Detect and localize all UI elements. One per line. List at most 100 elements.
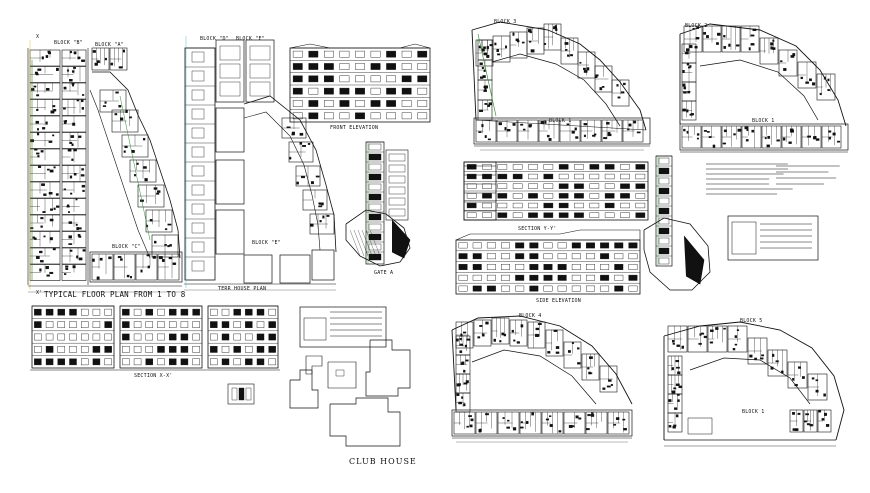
window [145, 346, 153, 353]
fixture [142, 137, 146, 141]
fixture [699, 333, 702, 336]
window [586, 264, 595, 270]
cad-line [361, 229, 373, 257]
window [497, 212, 508, 218]
fixture [592, 134, 596, 137]
window [386, 100, 396, 107]
fixture [120, 117, 124, 121]
fixture [81, 184, 86, 188]
window [157, 358, 165, 366]
window [386, 63, 396, 70]
fixture [628, 123, 632, 127]
fixture [47, 51, 51, 55]
window [466, 212, 477, 218]
terrace-block-d [215, 39, 245, 103]
window [292, 87, 303, 95]
fixture [804, 420, 807, 423]
fixture [521, 41, 525, 44]
fixture [809, 423, 813, 427]
fixture [39, 268, 42, 272]
window [486, 264, 496, 270]
fixture [52, 105, 56, 108]
fixture [813, 136, 817, 140]
fixture [81, 94, 85, 96]
mini-detail [227, 383, 255, 405]
window [69, 333, 77, 341]
window [574, 164, 584, 170]
window [122, 358, 130, 366]
fixture [45, 55, 49, 58]
fixture [69, 249, 73, 252]
fixture [478, 131, 482, 133]
window [466, 193, 477, 199]
fixture [682, 83, 686, 87]
window [245, 346, 253, 353]
window [528, 173, 538, 180]
window [355, 87, 365, 95]
window [69, 346, 77, 353]
fixture [536, 334, 540, 337]
window [557, 264, 567, 270]
fixture [92, 258, 95, 262]
window [370, 50, 381, 58]
fixture [499, 340, 502, 343]
fixture [764, 137, 767, 140]
fixture [513, 339, 516, 342]
window [512, 183, 523, 189]
fixture [477, 336, 481, 339]
window [92, 358, 101, 366]
window [586, 253, 595, 260]
fixture [672, 342, 675, 345]
fixture [49, 271, 54, 274]
window [486, 285, 496, 292]
fixture [825, 424, 830, 427]
club-room [335, 369, 345, 377]
fixture [540, 120, 544, 124]
fixture [780, 370, 784, 374]
fixture [748, 47, 751, 51]
window [589, 212, 600, 218]
fixture [821, 418, 825, 421]
fixture [479, 62, 483, 65]
fixture [72, 122, 76, 126]
label-block-2: BLOCK 2 [685, 23, 708, 29]
window [543, 285, 553, 292]
fixture [566, 123, 570, 126]
window [355, 112, 365, 120]
fixture [481, 124, 484, 128]
fixture [800, 76, 803, 80]
fixture [456, 393, 460, 396]
fixture [633, 120, 637, 124]
window [45, 333, 54, 341]
fixture [32, 236, 35, 239]
window [600, 242, 610, 249]
window [604, 164, 615, 170]
note-keyplan [303, 317, 327, 341]
window [497, 183, 508, 189]
terrace-cell [191, 184, 205, 196]
window [69, 358, 77, 366]
window [308, 100, 319, 107]
fixture [81, 168, 84, 171]
window [458, 285, 468, 292]
fixture [545, 418, 550, 421]
window [401, 75, 412, 83]
window [192, 333, 200, 341]
terrace-cell [191, 146, 205, 158]
fixture [463, 382, 468, 385]
window [401, 112, 412, 120]
fixture [318, 205, 323, 208]
window [401, 63, 412, 70]
label-block-4: BLOCK 4 [519, 313, 542, 319]
fixture [70, 135, 75, 138]
fixture [807, 135, 812, 138]
side-roof-line [455, 229, 641, 241]
fixture [675, 414, 679, 418]
window [355, 75, 365, 83]
fixture [318, 202, 321, 205]
fixture [63, 86, 67, 90]
fixture [836, 140, 841, 143]
fixture [458, 401, 462, 405]
fixture [535, 327, 540, 331]
window [482, 212, 492, 218]
